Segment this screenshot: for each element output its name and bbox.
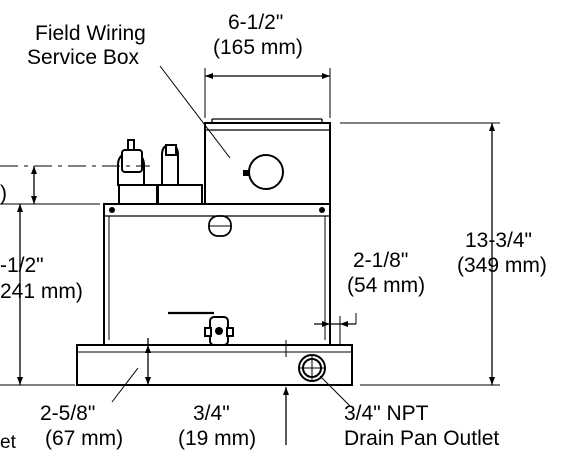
field-wiring-label-line1: Field Wiring xyxy=(35,22,146,45)
drain-pan-outlet-label: Drain Pan Outlet xyxy=(344,427,500,450)
left-height-inch-partial-label: -1/2" xyxy=(0,254,44,277)
tank-body xyxy=(103,203,331,346)
inlet-fittings xyxy=(117,139,203,205)
height-inch-label: 13-3/4" xyxy=(465,229,532,252)
knockout-circle xyxy=(248,154,284,190)
drain-pan-outlet xyxy=(298,354,326,382)
field-wiring-label-line2: Service Box xyxy=(27,46,140,69)
width-mm-label: (165 mm) xyxy=(213,36,303,59)
inlet-height-mm-partial-label: ) xyxy=(0,182,7,205)
cut-off-label: et xyxy=(0,432,16,453)
height-dimension xyxy=(340,122,500,386)
left-height-dimension xyxy=(0,203,100,386)
outlet-leader xyxy=(319,375,351,407)
service-box-leader xyxy=(159,65,231,159)
width-inch-label: 6-1/2" xyxy=(228,11,284,34)
pan-height-dimension xyxy=(145,338,151,385)
pan-mm-label: (67 mm) xyxy=(45,427,124,450)
bolt-icon xyxy=(319,207,325,213)
outlet-height-dimension xyxy=(283,340,289,445)
depth-inch-label: 2-1/8" xyxy=(353,249,409,272)
bolt-icon xyxy=(109,207,115,213)
height-mm-label: (349 mm) xyxy=(457,254,547,277)
depth-dimension xyxy=(314,313,357,345)
width-dimension xyxy=(204,68,331,118)
inlet-height-dimension xyxy=(0,165,150,204)
left-height-mm-partial-label: 241 mm) xyxy=(0,280,83,303)
pan-inch-label: 2-5/8" xyxy=(40,402,96,425)
outlet-height-inch-label: 3/4" xyxy=(193,402,230,425)
outlet-height-mm-label: (19 mm) xyxy=(178,427,257,450)
ball-valve xyxy=(168,311,234,346)
field-wiring-service-box xyxy=(204,118,331,205)
depth-mm-label: (54 mm) xyxy=(347,274,426,297)
npt-size-label: 3/4" NPT xyxy=(344,402,429,425)
pan-leader xyxy=(111,367,139,403)
